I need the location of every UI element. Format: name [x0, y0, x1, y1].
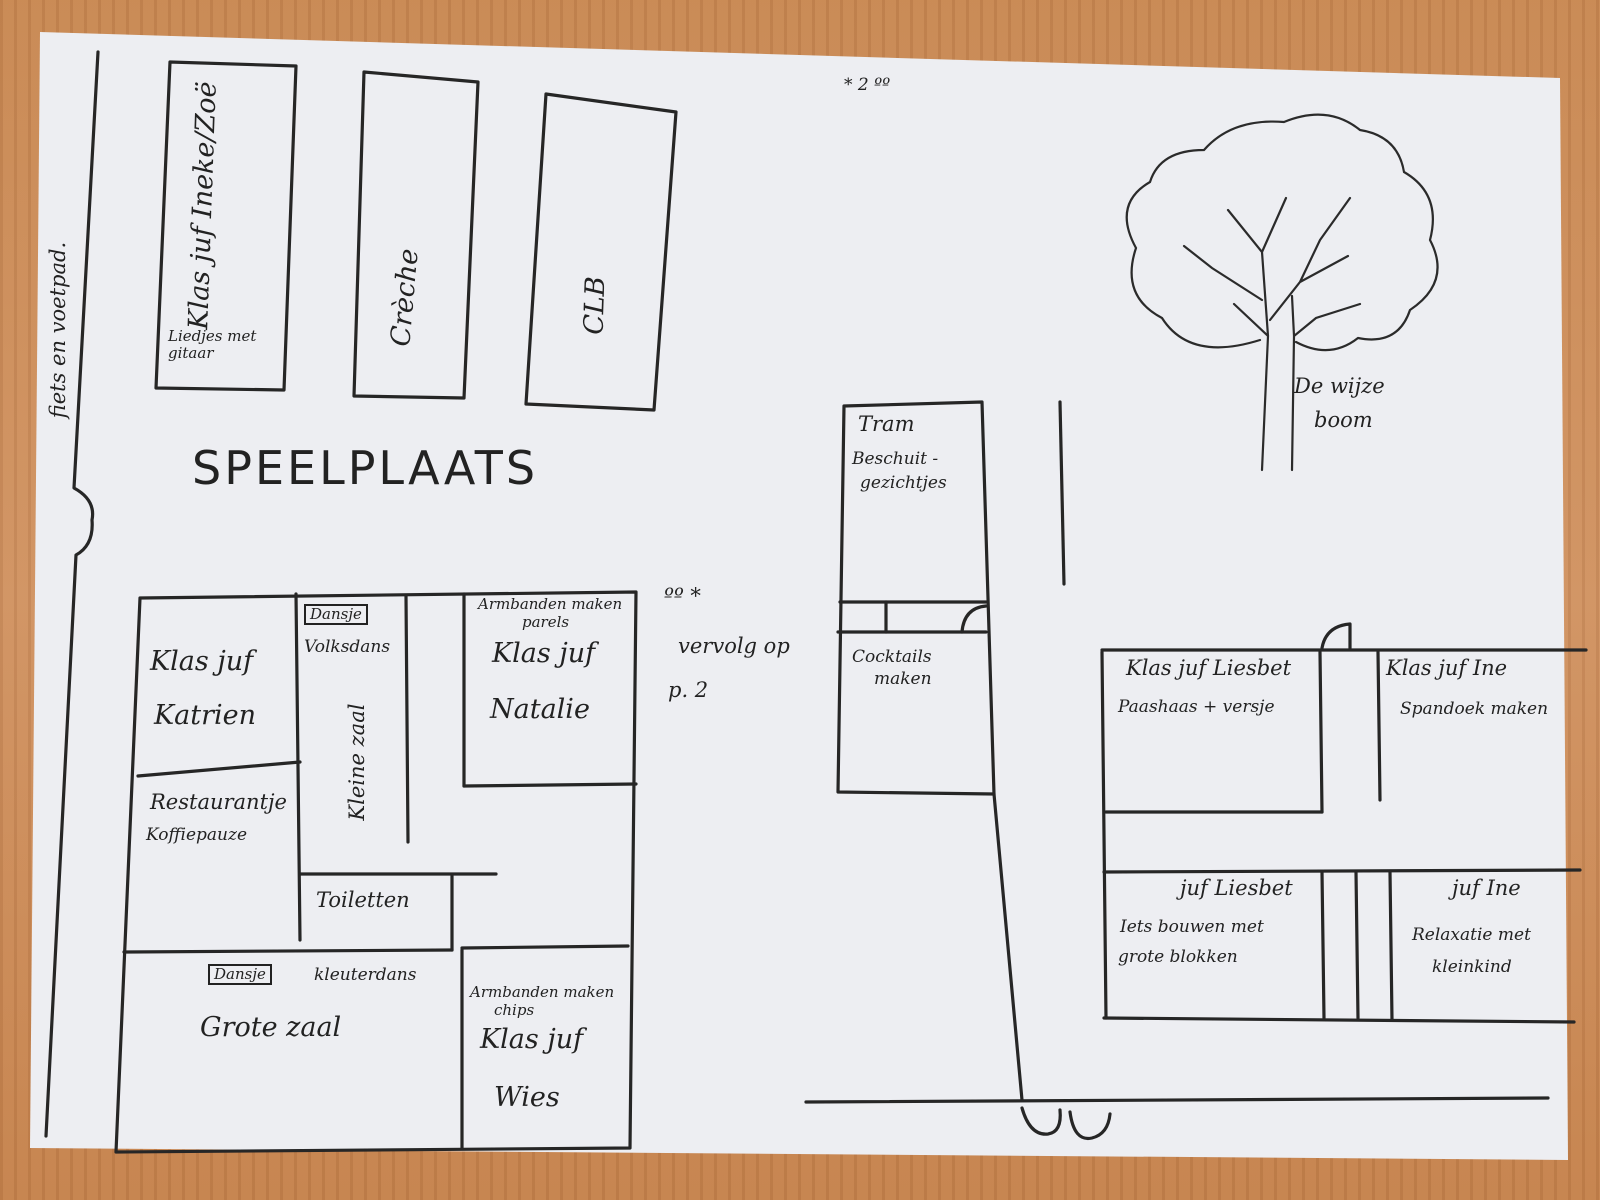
wies-activity-line1: Armbanden maken — [470, 983, 615, 1001]
tram-activity-line2: gezichtjes — [860, 473, 947, 493]
wall-lower-top — [1102, 868, 1582, 874]
l-wall — [1058, 400, 1066, 586]
wall-natalie-bottom — [462, 782, 638, 788]
room-ineke-activity: Liedjes met gitaar — [168, 327, 257, 363]
dansje-volksdans-badge: Dansje — [304, 604, 368, 626]
tram-name: Tram — [858, 412, 915, 436]
wies-activity-line2: chips — [494, 1001, 535, 1019]
continue-line2: p. 2 — [668, 678, 709, 702]
tree-label-line1: De wijze — [1294, 374, 1385, 398]
room-clb-name: CLB — [578, 275, 612, 336]
continue-marker: ºº * — [664, 584, 701, 608]
left-block-outline — [114, 590, 638, 1154]
restaurant-name: Restaurantje — [150, 790, 287, 814]
room-ineke-outline — [154, 60, 298, 392]
wall-kleine-zaal-right — [404, 594, 410, 844]
grote-zaal-activity: kleuterdans — [314, 965, 417, 985]
continue-line1: vervolg op — [678, 634, 790, 658]
room-creche-outline — [352, 70, 480, 400]
right-door-arc — [1320, 622, 1352, 650]
natalie-activity-line2: parels — [522, 613, 570, 631]
ine-top-name: Klas juf Ine — [1386, 656, 1508, 680]
cocktails-line2: maken — [874, 669, 932, 689]
wall-grote-zaal-top — [122, 948, 454, 954]
road-left-edge — [992, 792, 1024, 1102]
paper-sheet — [30, 32, 1568, 1160]
natalie-line2: Natalie — [490, 694, 590, 725]
ine-bottom-name: juf Ine — [1452, 876, 1521, 900]
ground-line — [804, 1096, 1550, 1104]
wall-lower-bottom — [1102, 1016, 1576, 1024]
tram-activity-line1: Beschuit - — [852, 449, 939, 469]
ine-top-activity: Spandoek maken — [1400, 699, 1549, 719]
grote-zaal-name: Grote zaal — [200, 1012, 342, 1043]
restaurant-activity: Koffiepauze — [146, 825, 248, 845]
tree-drawing — [1125, 113, 1439, 472]
volksdans-activity: Volksdans — [304, 637, 391, 657]
wall-katrien-bottom — [136, 760, 302, 778]
natalie-activity-line1: Armbanden maken — [478, 595, 623, 613]
cocktails-line1: Cocktails — [852, 647, 932, 667]
liesbet-top-name: Klas juf Liesbet — [1126, 656, 1292, 680]
toiletten-name: Toiletten — [316, 888, 410, 912]
grote-zaal-badge: Dansje — [208, 964, 272, 986]
playground-label: SPEELPLAATS — [192, 441, 539, 495]
liesbet-top-activity: Paashaas + versje — [1118, 697, 1275, 717]
tree-crown — [1125, 113, 1439, 352]
wies-line1: Klas juf — [480, 1024, 584, 1055]
dansje-badge-frame: Dansje — [304, 604, 368, 626]
ine-bottom-activity-line2: kleinkind — [1432, 957, 1512, 977]
corridor-line-2 — [1354, 870, 1360, 1020]
wall-katrien-right — [294, 592, 302, 942]
corridor-line-3 — [1388, 870, 1394, 1022]
wall-liesbet-left — [1100, 650, 1108, 1020]
liesbet-bottom-activity-line1: Iets bouwen met — [1120, 917, 1264, 937]
path-label: fiets en voetpad. — [45, 241, 70, 419]
tree-label-line2: boom — [1314, 408, 1373, 432]
tree-trunk — [1182, 196, 1362, 472]
wall-wies-top — [460, 944, 630, 950]
top-note: * 2 ºº — [844, 75, 891, 95]
tram-door-arc — [960, 604, 988, 634]
room-clb-outline — [524, 92, 678, 412]
entrance-arc-left — [1020, 1106, 1062, 1136]
entrance-arc-right — [1068, 1110, 1112, 1141]
liesbet-bottom-name: juf Liesbet — [1180, 876, 1293, 900]
wies-line2: Wies — [494, 1082, 560, 1113]
ine-bottom-activity-line1: Relaxatie met — [1412, 925, 1531, 945]
corridor-line-1 — [1320, 870, 1326, 1020]
katrien-line2: Katrien — [154, 700, 257, 731]
liesbet-bottom-activity-line2: grote blokken — [1118, 947, 1238, 967]
path-line — [44, 50, 100, 1138]
wall-ine-left — [1376, 650, 1382, 802]
natalie-line1: Klas juf — [492, 638, 596, 669]
katrien-line1: Klas juf — [150, 646, 254, 677]
kleine-zaal-name: Kleine zaal — [344, 703, 369, 821]
wall-liesbet-right — [1318, 650, 1324, 814]
grote-zaal-badge-frame: Dansje — [208, 964, 272, 986]
